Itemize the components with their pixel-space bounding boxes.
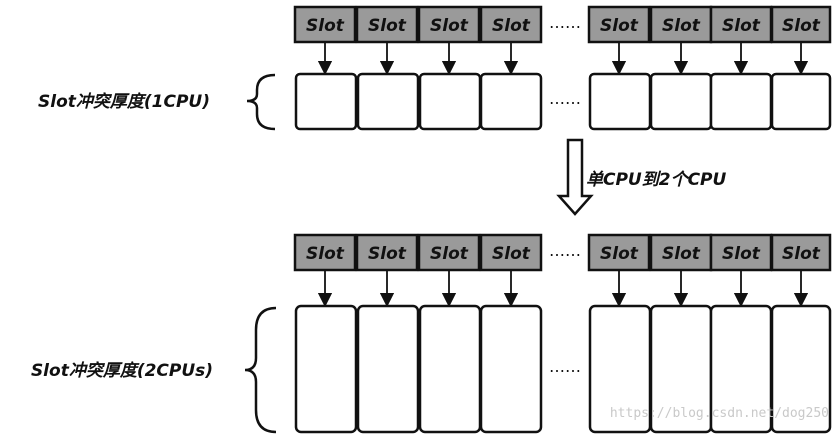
bottom-slot-4: Slot [479,233,543,272]
bottom-slot-5-label: Slot [600,244,639,264]
bottom-arrows [317,271,809,308]
top-slot-1-label: Slot [306,16,345,36]
bottom-slot-8-label: Slot [782,244,821,264]
top-slot-8-label: Slot [782,16,821,36]
bottom-slot-3-label: Slot [430,244,469,264]
bottom-slot-7: Slot [709,233,773,272]
top-slot-ellipsis: …… [549,13,581,32]
bottom-slot-4-label: Slot [492,244,531,264]
top-slot-3-label: Slot [430,16,469,36]
top-slot-5-label: Slot [600,16,639,36]
top-bucket-8 [770,72,832,131]
top-depth-label: Slot冲突厚度(1CPU) [38,92,210,112]
transition-down-arrow [556,138,594,216]
bottom-bucket-3 [418,304,482,434]
watermark: https://blog.csdn.net/dog250 [610,406,829,421]
bottom-slot-6-label: Slot [662,244,701,264]
bottom-slot-2: Slot [355,233,419,272]
top-arrows [317,43,809,76]
bottom-slot-8: Slot [770,233,832,272]
bottom-slot-7-label: Slot [722,244,761,264]
top-bucket-ellipsis: …… [549,89,581,108]
bottom-buckets [294,304,832,434]
top-buckets [294,72,832,131]
top-slot-4-label: Slot [492,16,531,36]
top-slot-6-label: Slot [662,16,701,36]
top-bucket-1 [294,72,358,131]
bottom-slot-1-label: Slot [306,244,345,264]
top-slot-6: Slot [649,5,713,44]
bottom-slot-row: Slot Slot Slot Slot …… Slot Slot [293,233,832,272]
bottom-bucket-ellipsis: …… [549,357,581,376]
transition: 单CPU到2个CPU [556,138,727,216]
top-slot-7: Slot [709,5,773,44]
top-slot-2: Slot [355,5,419,44]
bottom-slot-5: Slot [587,233,651,272]
top-bucket-7 [709,72,773,131]
top-bucket-5 [588,72,652,131]
bottom-bucket-2 [356,304,420,434]
bottom-slot-3: Slot [417,233,481,272]
bottom-bucket-4 [479,304,543,434]
top-slot-5: Slot [587,5,651,44]
bottom-bucket-8 [770,304,832,434]
top-slot-4: Slot [479,5,543,44]
top-bucket-4 [479,72,543,131]
bottom-slot-6: Slot [649,233,713,272]
top-bucket-6 [649,72,713,131]
top-slot-3: Slot [417,5,481,44]
transition-label: 单CPU到2个CPU [586,170,727,190]
top-bucket-3 [418,72,482,131]
top-section: Slot Slot Slot Slot …… Slot Slot [38,5,832,131]
top-bucket-2 [356,72,420,131]
bottom-slot-1: Slot [293,233,357,272]
top-slot-2-label: Slot [368,16,407,36]
bottom-slot-ellipsis: …… [549,241,581,260]
top-slot-8: Slot [770,5,832,44]
bottom-section: Slot Slot Slot Slot …… Slot Slot [31,233,832,434]
top-brace [246,73,276,131]
bottom-bucket-1 [294,304,358,434]
bottom-brace [244,306,277,434]
top-slot-row: Slot Slot Slot Slot …… Slot Slot [293,5,832,44]
bottom-depth-label: Slot冲突厚度(2CPUs) [31,361,213,381]
top-slot-7-label: Slot [722,16,761,36]
top-slot-1: Slot [293,5,357,44]
bottom-slot-2-label: Slot [368,244,407,264]
